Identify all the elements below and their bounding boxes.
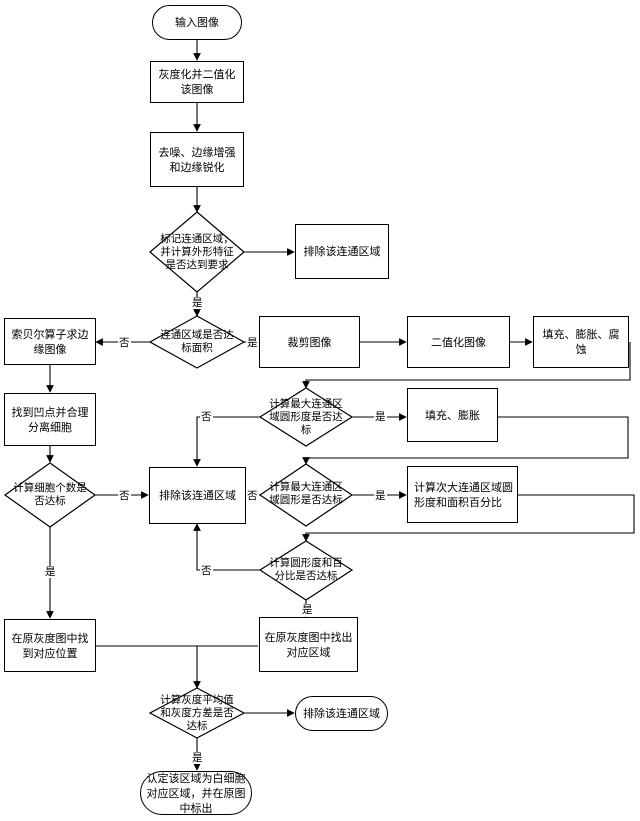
decision-diamond-shape xyxy=(149,211,245,293)
decision-cell-count: 计算细胞个数是否达标 xyxy=(13,482,87,507)
label-yes-maxround2: 是 xyxy=(374,490,387,502)
label-no-area: 否 xyxy=(118,337,131,349)
arrow-maxround-no xyxy=(193,416,260,467)
decision-area: 连通区域是否达标面积 xyxy=(160,329,234,354)
label-yes-percent: 是 xyxy=(301,604,314,616)
fill-dilate-box: 填充、膨胀 xyxy=(407,388,498,442)
sobel-edge-box: 索贝尔算子求边缘图像 xyxy=(4,318,96,365)
label-yes-count: 是 xyxy=(44,566,57,578)
exclude-region-box-2: 排除该连通区域 xyxy=(149,467,246,524)
arrow-calc-to-percent xyxy=(302,494,635,542)
decision-percent: 计算圆形度和百分比是否达标 xyxy=(269,557,343,582)
decision-diamond-shape xyxy=(148,315,246,369)
label-no-count: 否 xyxy=(118,490,131,502)
label-no-maxround2: 否 xyxy=(246,490,259,502)
concave-split-box: 找到凹点并合理分离细胞 xyxy=(4,393,96,446)
start-terminal: 输入图像 xyxy=(152,5,242,40)
decision-mark-regions: 标记连通区域，并计算外形特征是否达到要求 xyxy=(160,232,234,271)
arrow-percent-no xyxy=(193,523,260,571)
gray-binary-box: 灰度化并二值化该图像 xyxy=(150,61,244,103)
label-no-percent: 否 xyxy=(200,565,213,577)
decision-diamond-shape xyxy=(3,462,97,528)
find-position-box: 在原灰度图中找到对应位置 xyxy=(4,619,96,672)
decision-diamond-shape xyxy=(258,540,354,601)
label-no-maxround: 否 xyxy=(200,411,213,423)
label-yes-marks: 是 xyxy=(191,297,204,309)
decision-diamond-shape xyxy=(258,387,354,447)
arrow-fill-to-maxround xyxy=(302,342,631,389)
decision-max-roundness-2: 计算最大连通区域圆形是否达标 xyxy=(269,481,343,506)
end-terminal: 认定该区域为白细胞对应区域，并在原图中标出 xyxy=(140,771,252,815)
exclude-terminal: 排除该连通区域 xyxy=(295,696,388,731)
label-yes-area: 是 xyxy=(246,337,259,349)
arrow-filldilate-to-maxround2 xyxy=(302,416,629,465)
label-yes-maxround: 是 xyxy=(374,411,387,423)
crop-image-box: 裁剪图像 xyxy=(259,316,360,368)
denoise-box: 去噪、边缘增强和边缘锐化 xyxy=(150,132,244,187)
decision-diamond-shape xyxy=(148,687,246,739)
calc-second-region-box: 计算次大连通区域圆形度和面积百分比 xyxy=(407,466,518,523)
find-region-box: 在原灰度图中找出对应区域 xyxy=(259,617,358,672)
exclude-region-box-1: 排除该连通区域 xyxy=(295,224,389,279)
decision-gray: 计算灰度平均值和灰度方差是否达标 xyxy=(160,693,234,732)
fill-dilate-erode-box: 填充、膨胀、腐蚀 xyxy=(533,316,629,368)
decision-max-roundness: 计算最大连通区域圆形度是否达标 xyxy=(269,397,343,436)
label-yes-gray: 是 xyxy=(191,752,204,764)
binarize-image-box: 二值化图像 xyxy=(407,316,510,368)
decision-diamond-shape xyxy=(258,463,354,527)
